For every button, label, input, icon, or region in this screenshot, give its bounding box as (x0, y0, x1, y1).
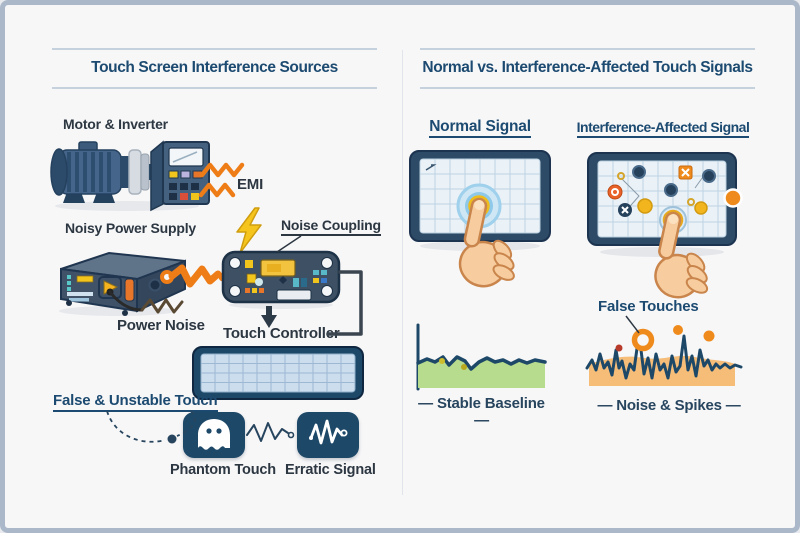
power-noise-label: Power Noise (117, 317, 205, 334)
signal-zigzag-icon (246, 422, 295, 442)
right-panel-title: Normal vs. Interference-Affected Touch S… (420, 48, 755, 89)
pointing-hand-icon (458, 197, 515, 288)
lightning-icon (236, 207, 262, 254)
emi-wave-icon (198, 162, 245, 198)
normal-signal-label: Normal Signal (409, 118, 551, 138)
phantom-touch-badge (183, 412, 245, 458)
motor-inverter-label: Motor & Inverter (63, 116, 168, 132)
false-unstable-touch-label: False & Unstable Touch (53, 392, 218, 412)
ghost-icon (198, 419, 230, 450)
stable-baseline-chart (416, 323, 547, 391)
pointing-hand-icon (654, 211, 709, 299)
tablet-normal-illustration (409, 150, 551, 288)
noise-coupling-label: Noise Coupling (281, 217, 381, 236)
noisy-power-supply-label: Noisy Power Supply (65, 220, 196, 236)
noise-spikes-label: — Noise & Spikes — (597, 397, 741, 414)
emi-label: EMI (237, 176, 264, 193)
false-touches-label: False Touches (598, 298, 699, 315)
tablet-affected-illustration (587, 152, 743, 299)
stable-baseline-label: — Stable Baseline — (418, 395, 545, 429)
touch-controller-board-illustration (218, 250, 341, 309)
noise-arrow-icon (160, 264, 222, 288)
phantom-touch-label: Phantom Touch (170, 462, 276, 478)
panel-divider (402, 50, 403, 495)
left-panel-title: Touch Screen Interference Sources (52, 48, 377, 89)
erratic-signal-icon (309, 419, 348, 445)
motor-inverter-illustration (50, 140, 210, 212)
affected-signal-label: Interference-Affected Signal (573, 119, 753, 138)
axis-mark-icon (425, 164, 437, 171)
touch-controller-label: Touch Controller (223, 325, 340, 342)
touch-panel-illustration (192, 346, 364, 400)
noise-spikes-chart (585, 325, 743, 386)
erratic-signal-label: Erratic Signal (285, 462, 376, 478)
erratic-signal-badge (297, 412, 359, 458)
power-noise-wire-icon (106, 288, 184, 314)
